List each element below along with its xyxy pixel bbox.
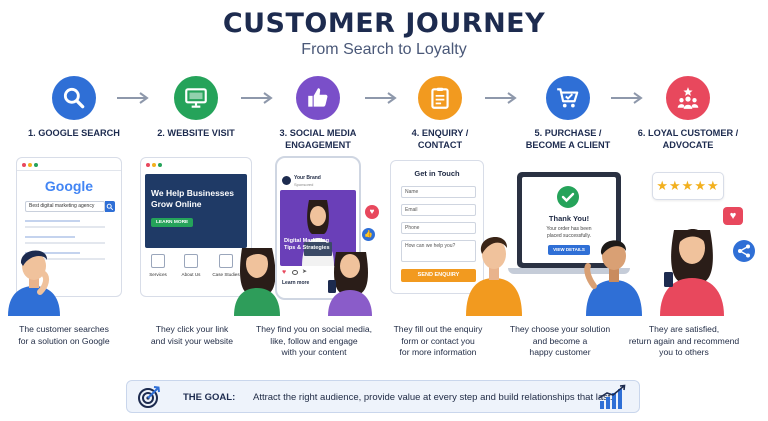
heart-bubble-icon: ♥	[723, 207, 743, 225]
sponsored-label: Sponsored	[294, 182, 314, 187]
cart-check-icon	[557, 88, 579, 108]
send-enquiry-button[interactable]: SEND ENQUIRY	[401, 269, 476, 282]
five-star-rating-icon: ★★★★★	[656, 178, 720, 193]
step-5-badge	[546, 76, 590, 120]
enquiry-form: Get in Touch Name Email Phone How can we…	[390, 160, 484, 294]
view-details-button[interactable]: VIEW DETAILS	[548, 245, 590, 255]
thinking-man-illustration	[8, 250, 60, 316]
goal-label: THE GOAL:	[183, 392, 236, 403]
heart-icon[interactable]: ♥	[282, 269, 287, 276]
arrow-right-icon	[241, 92, 273, 104]
phone-field[interactable]: Phone	[401, 222, 476, 234]
comment-icon[interactable]	[292, 270, 298, 275]
step-1-title: 1. GOOGLE SEARCH	[28, 128, 120, 138]
brand-name: Your Brand	[294, 175, 321, 181]
step-6-description: They are satisfied,return again and reco…	[628, 324, 740, 357]
services-icon	[151, 254, 165, 268]
step-2-badge	[174, 76, 218, 120]
page-subtitle: From Search to Loyalty	[301, 41, 467, 58]
man-illustration	[466, 237, 522, 316]
community-icon	[677, 87, 699, 109]
thank-you-heading: Thank You!	[548, 214, 590, 223]
form-heading: Get in Touch	[414, 169, 460, 178]
step-3-badge	[296, 76, 340, 120]
arrow-right-icon	[611, 92, 643, 104]
step-3-description: They find you on social media,like, foll…	[255, 324, 373, 357]
email-field[interactable]: Email	[401, 204, 476, 216]
arrow-right-icon	[485, 92, 517, 104]
search-icon	[63, 87, 85, 109]
laptop-base	[508, 268, 630, 274]
woman-laptop-illustration	[234, 248, 280, 316]
step-4-title: 4. ENQUIRY /CONTACT	[411, 128, 469, 150]
check-circle-icon	[557, 186, 579, 208]
step-6-title: 6. LOYAL CUSTOMER /ADVOCATE	[637, 128, 739, 150]
growth-chart-icon	[598, 384, 626, 409]
step-6-badge	[666, 76, 710, 120]
document-icon	[219, 254, 233, 268]
happy-woman-phone-illustration	[660, 229, 724, 316]
arrow-right-icon	[365, 92, 397, 104]
step-1-badge	[52, 76, 96, 120]
arrow-right-icon	[117, 92, 149, 104]
search-button[interactable]	[105, 201, 115, 212]
name-field[interactable]: Name	[401, 186, 476, 198]
step-4-badge	[418, 76, 462, 120]
website-nav-services[interactable]: Services	[147, 254, 169, 277]
share-bubble-icon	[733, 240, 755, 262]
share-icon[interactable]: ➤	[302, 269, 308, 275]
happy-man-illustration	[584, 240, 642, 316]
message-field[interactable]: How can we help you?	[401, 240, 476, 262]
target-icon	[138, 386, 160, 408]
thumbs-up-icon	[308, 88, 328, 107]
clipboard-icon	[431, 87, 449, 109]
like-reaction-icon: 👍	[362, 228, 375, 241]
website-nav-about[interactable]: About Us	[179, 254, 203, 277]
search-input[interactable]: Best digital marketing agency	[25, 201, 105, 212]
monitor-icon	[185, 88, 207, 108]
google-logo: Google	[44, 178, 94, 194]
website-nav-case-studies[interactable]: Case Studies	[211, 254, 241, 277]
heart-reaction-icon: ♥	[365, 205, 379, 219]
step-2-title: 2. WEBSITE VISIT	[157, 128, 235, 138]
goal-text: Attract the right audience, provide valu…	[253, 392, 614, 403]
learn-more-button[interactable]: LEARN MORE	[151, 218, 194, 227]
woman-phone-illustration	[328, 252, 372, 316]
search-icon	[106, 203, 114, 210]
step-5-title: 5. PURCHASE /BECOME A CLIENT	[525, 128, 611, 150]
learn-more-link[interactable]: Learn more	[282, 280, 310, 286]
people-icon	[184, 254, 198, 268]
page-title: CUSTOMER JOURNEY	[222, 8, 546, 39]
review-card: ★★★★★	[652, 172, 724, 200]
brand-avatar	[282, 176, 291, 185]
woman-laptop-illustration	[302, 200, 334, 266]
goal-banner: THE GOAL: Attract the right audience, pr…	[126, 380, 640, 413]
